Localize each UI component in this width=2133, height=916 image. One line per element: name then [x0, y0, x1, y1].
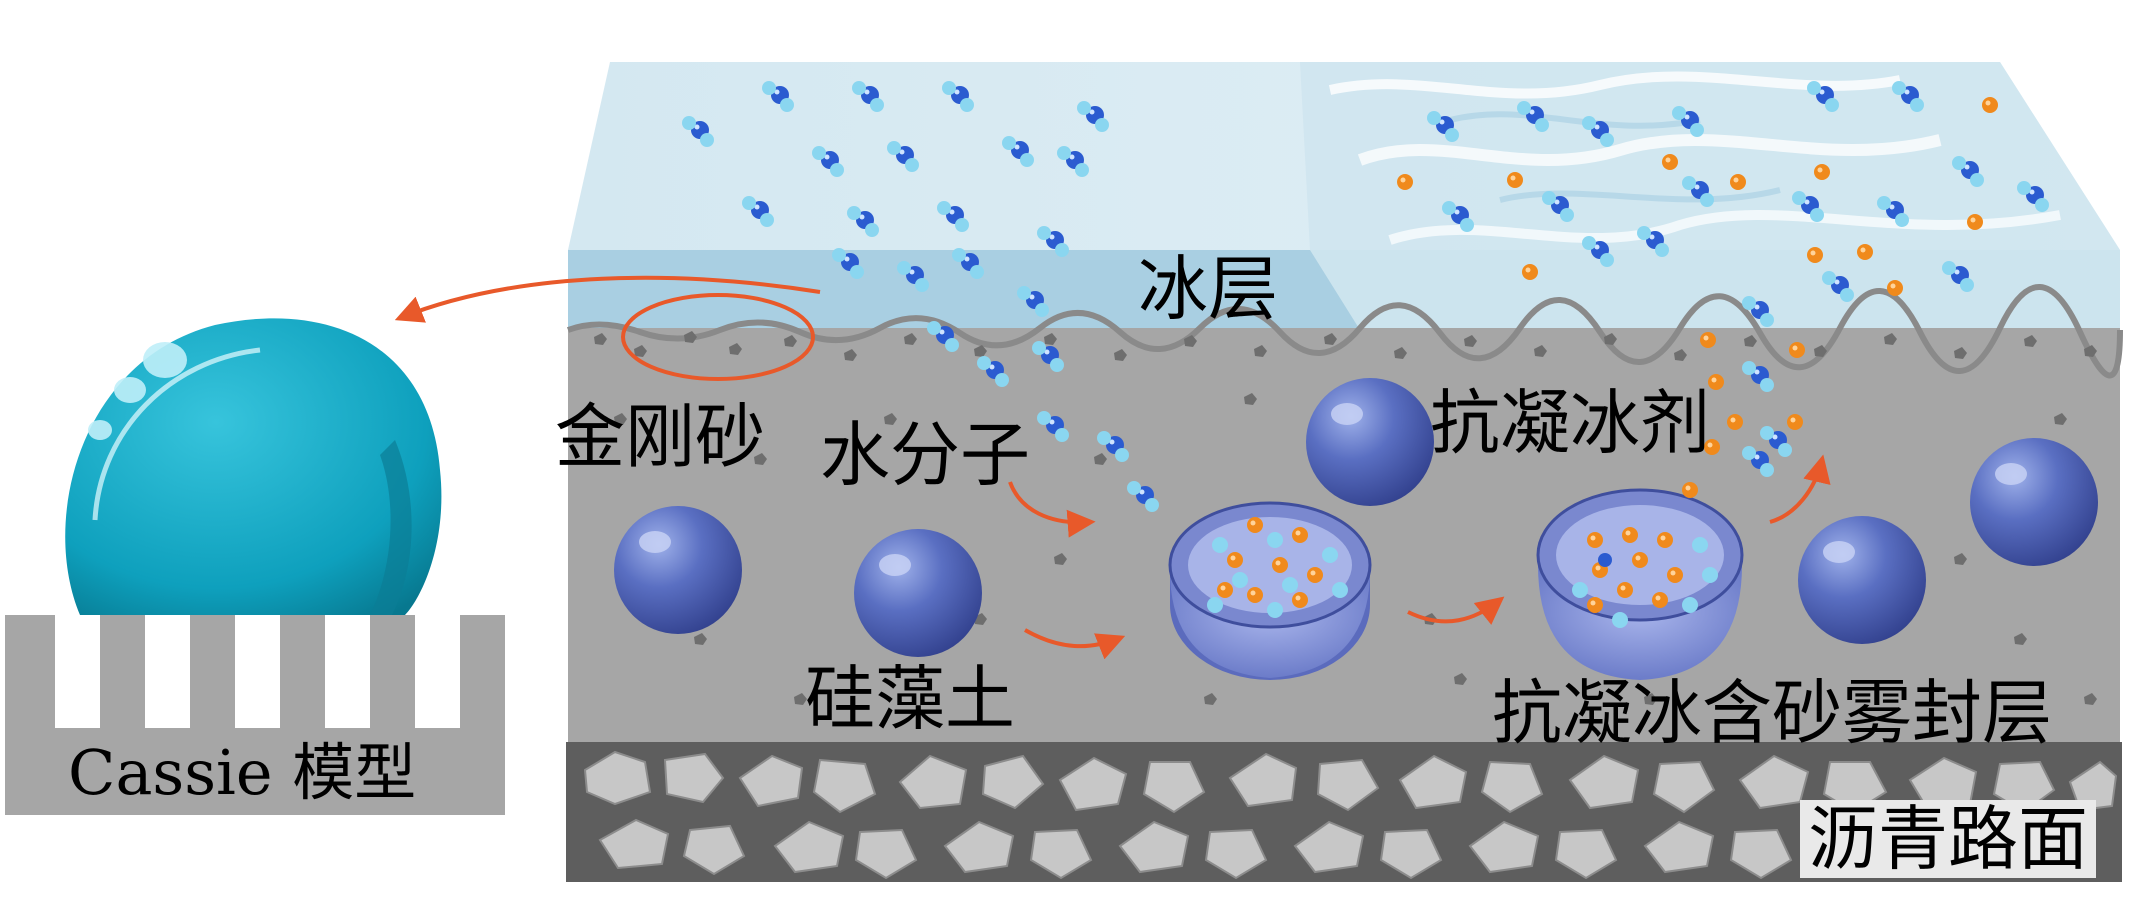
cassie-model-label: Cassie 模型	[68, 736, 417, 809]
ice-layer-label: 冰层	[1138, 248, 1278, 330]
flow-arrow	[1008, 481, 1096, 538]
asphalt-pavement-label: 沥青路面	[1800, 800, 2096, 878]
anti-icing-agent-label: 抗凝冰剂	[1430, 382, 1710, 464]
diatomite-spheres	[614, 378, 2098, 657]
micro-pillar-substrate	[5, 615, 505, 815]
cassie-model	[5, 318, 505, 815]
diatomite-label: 硅藻土	[805, 658, 1015, 740]
fog-seal-layer-label: 抗凝冰含砂雾封层	[1492, 672, 2052, 754]
water-molecule-label: 水分子	[820, 414, 1030, 496]
ice-layer	[568, 62, 2120, 330]
flow-arrow	[1769, 454, 1831, 524]
flow-arrow	[1024, 628, 1126, 660]
diatomite-sphere	[1798, 516, 1926, 644]
emery-highlight-ellipse	[621, 293, 815, 381]
emery-label: 金刚砂	[555, 396, 765, 478]
diatomite-sphere	[1970, 438, 2098, 566]
callout-arrow	[394, 275, 821, 323]
agent-container-right	[1536, 488, 1744, 680]
diatomite-sphere	[1306, 378, 1434, 506]
flow-arrow	[1407, 596, 1505, 625]
diatomite-sphere	[614, 506, 742, 634]
process-arrows	[394, 275, 1831, 660]
diatomite-sphere	[854, 529, 982, 657]
agent-container-left	[1168, 501, 1372, 680]
